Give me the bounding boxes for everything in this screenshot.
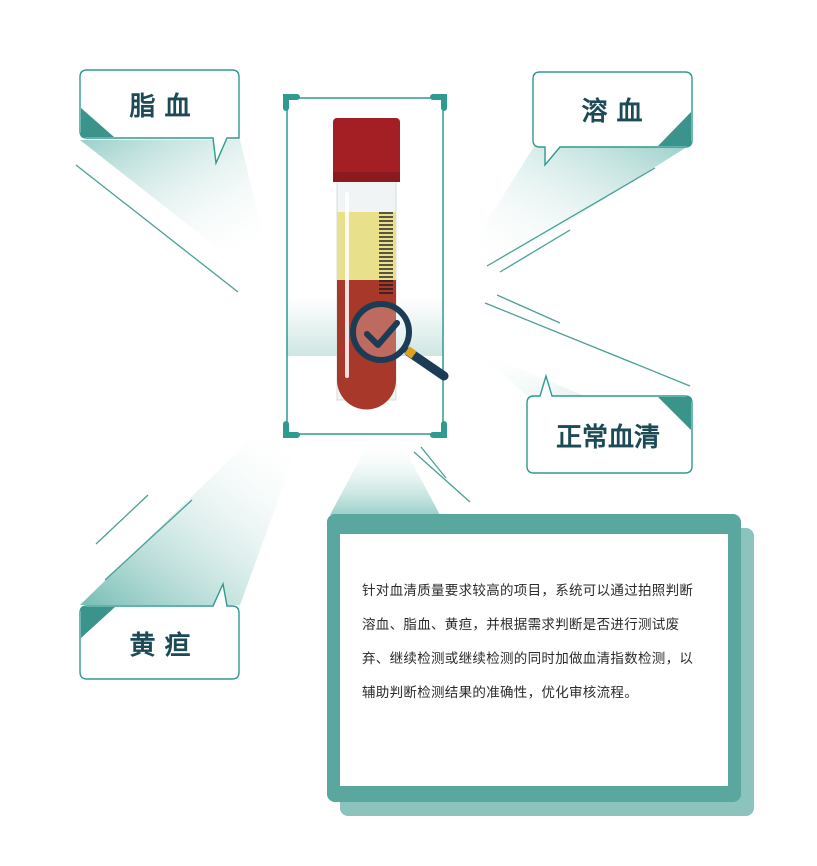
light-beams bbox=[80, 140, 690, 605]
beam-bottom bbox=[330, 440, 440, 515]
description-box: 针对血清质量要求较高的项目，系统可以通过拍照判断溶血、脂血、黄疸，并根据需求判断… bbox=[340, 534, 728, 786]
viewfinder-frame bbox=[283, 94, 447, 438]
label-jaundice-text: 黄 疸 bbox=[129, 631, 190, 661]
beam-bottom-left bbox=[80, 440, 300, 605]
label-jaundice: 黄 疸 bbox=[79, 581, 240, 680]
beam-top-left bbox=[80, 140, 265, 250]
label-lipemia: 脂 血 bbox=[79, 69, 240, 166]
description-card bbox=[327, 514, 754, 816]
scale-ticks bbox=[379, 212, 393, 294]
blood-tube-icon bbox=[333, 118, 400, 410]
magnifier-check-icon bbox=[350, 301, 449, 381]
decor-lines bbox=[75, 164, 691, 581]
label-normal-serum: 正常血清 bbox=[526, 373, 693, 474]
label-hemolysis-text: 溶 血 bbox=[581, 96, 642, 127]
label-hemolysis: 溶 血 bbox=[532, 71, 693, 167]
label-normal-serum-text: 正常血清 bbox=[556, 423, 660, 453]
label-lipemia-text: 脂 血 bbox=[129, 92, 190, 122]
description-text: 针对血清质量要求较高的项目，系统可以通过拍照判断溶血、脂血、黄疸，并根据需求判断… bbox=[362, 583, 694, 701]
beam-top-right bbox=[475, 145, 690, 265]
